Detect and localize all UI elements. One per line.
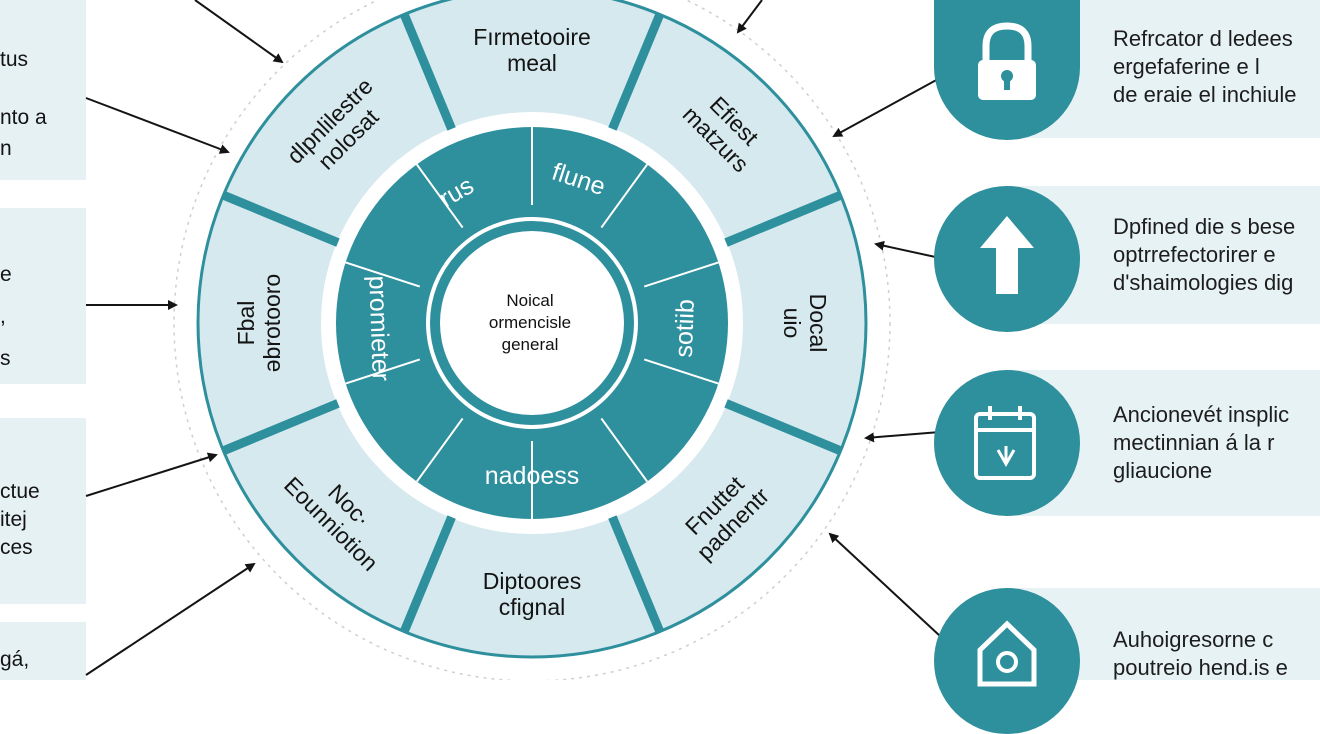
padlock-icon-circle bbox=[934, 0, 1080, 140]
right-item-text-3: Ancionevét insplic mectinnian á la r gli… bbox=[1113, 401, 1320, 485]
left-card-text: itej bbox=[0, 508, 27, 531]
outer-segment-divider bbox=[400, 12, 456, 131]
inner-segment-divider bbox=[345, 358, 421, 385]
outer-segment-divider bbox=[221, 191, 340, 247]
connector-arrows bbox=[85, 0, 941, 676]
upload-icon-circle bbox=[934, 186, 1080, 332]
right-item-line: mectinnian á la r bbox=[1113, 430, 1275, 455]
inner-segment-divider bbox=[600, 417, 649, 483]
calendar-icon-circle bbox=[934, 370, 1080, 516]
arrow-to-outer-segment bbox=[85, 97, 230, 154]
outer-segment-label-line: əbrotooro bbox=[259, 274, 285, 372]
outer-segment-divider bbox=[221, 399, 340, 455]
right-item-line: Ancionevét insplic bbox=[1113, 402, 1290, 427]
right-item-line: Refrcator d ledees bbox=[1113, 26, 1293, 51]
left-card-4: ctue itej ces bbox=[0, 418, 86, 604]
arrow-to-outer-segment bbox=[85, 452, 218, 497]
inner-segment-label: nadoess bbox=[485, 462, 580, 490]
inner-segment-divider bbox=[600, 163, 649, 229]
inner-segment-divider bbox=[415, 417, 464, 483]
left-card-5: gá, bbox=[0, 622, 86, 680]
hub-label-line: Noical bbox=[506, 291, 554, 310]
arrow-to-outer-segment bbox=[832, 77, 941, 137]
left-card-text: , bbox=[0, 305, 6, 328]
hub-label: Noical ormencisle general bbox=[450, 290, 610, 356]
left-card-1: tus bbox=[0, 0, 86, 100]
left-card-3: e , s bbox=[0, 208, 86, 384]
outer-segment-label: Docaluio bbox=[779, 294, 831, 353]
right-item-line: gliaucione bbox=[1113, 458, 1213, 483]
right-item-line: de eraie el inchiule bbox=[1113, 82, 1297, 107]
outer-segment-label-line: cfignal bbox=[499, 594, 565, 620]
upload-arrow-icon bbox=[980, 216, 1034, 294]
right-item-line: Dpfined die s bese bbox=[1113, 214, 1296, 239]
hub-label-line: ormencisle bbox=[488, 313, 572, 332]
outer-segment-label: Fbaləbrotooro bbox=[233, 274, 285, 372]
left-card-text: e bbox=[0, 263, 12, 286]
left-card-text: gá, bbox=[0, 648, 30, 671]
left-card-text: ctue bbox=[0, 480, 40, 503]
hub-label-line: general bbox=[501, 335, 559, 354]
home-tag-icon bbox=[977, 620, 1037, 687]
home-icon-circle bbox=[934, 588, 1080, 734]
right-item-line: optrrefectorirer e bbox=[1113, 242, 1276, 267]
right-item-text-2: Dpfined die s bese optrrefectorirer e d'… bbox=[1113, 213, 1320, 297]
left-card-text: ces bbox=[0, 536, 33, 559]
arrow-to-outer-segment bbox=[874, 240, 941, 259]
inner-segment-divider bbox=[345, 261, 421, 288]
outer-segment-divider bbox=[724, 399, 843, 455]
outer-segment-label-line: Docal bbox=[805, 294, 831, 353]
outer-segment-label-line: uio bbox=[779, 308, 805, 339]
inner-segment-label: sotiib bbox=[670, 299, 700, 358]
arrow-to-outer-segment bbox=[828, 532, 941, 637]
inner-segment-label: promieter bbox=[363, 275, 395, 382]
left-card-text: s bbox=[0, 347, 11, 370]
arrow-to-outer-segment bbox=[864, 431, 941, 443]
outer-segment-divider bbox=[608, 12, 664, 131]
calendar-icon bbox=[974, 406, 1036, 480]
wheel-outer-dashed-ring bbox=[173, 0, 891, 680]
outer-segment-label-line: meal bbox=[507, 50, 557, 76]
inner-segment-divider bbox=[643, 261, 719, 288]
inner-segment-divider bbox=[415, 163, 464, 229]
outer-segment-divider bbox=[400, 515, 456, 634]
right-item-text-1: Refrcator d ledees ergefaferine e l de e… bbox=[1113, 25, 1320, 109]
outer-segment-label-line: Diptoores bbox=[483, 568, 581, 594]
arrow-to-outer-segment bbox=[194, 0, 284, 64]
arrow-to-outer-segment bbox=[736, 0, 763, 34]
padlock-icon bbox=[978, 22, 1036, 100]
arrow-to-outer-segment bbox=[85, 562, 256, 676]
right-item-line: d'shaimologies dig bbox=[1113, 270, 1294, 295]
outer-segment-divider bbox=[608, 515, 664, 634]
right-item-line: Auhoigresorne c bbox=[1113, 627, 1274, 652]
outer-ring-border bbox=[196, 0, 868, 659]
right-item-line: ergefaferine e l bbox=[1113, 54, 1260, 79]
left-card-2: nto a n bbox=[0, 100, 86, 180]
right-item-line: poutreio hend.is e bbox=[1113, 655, 1288, 680]
outer-segment-divider bbox=[724, 191, 843, 247]
inner-white-line bbox=[426, 217, 638, 429]
left-card-text: nto a bbox=[0, 106, 47, 129]
left-card-text: tus bbox=[0, 48, 29, 71]
hub-circle bbox=[440, 231, 624, 415]
inner-segment-divider bbox=[643, 358, 719, 385]
right-item-text-4: Auhoigresorne c poutreio hend.is e bbox=[1113, 626, 1320, 682]
outer-segment-label-line: Fbal bbox=[233, 301, 259, 346]
left-card-text: n bbox=[0, 137, 12, 160]
outer-segment-label-line: Fırmetooire bbox=[473, 24, 591, 50]
